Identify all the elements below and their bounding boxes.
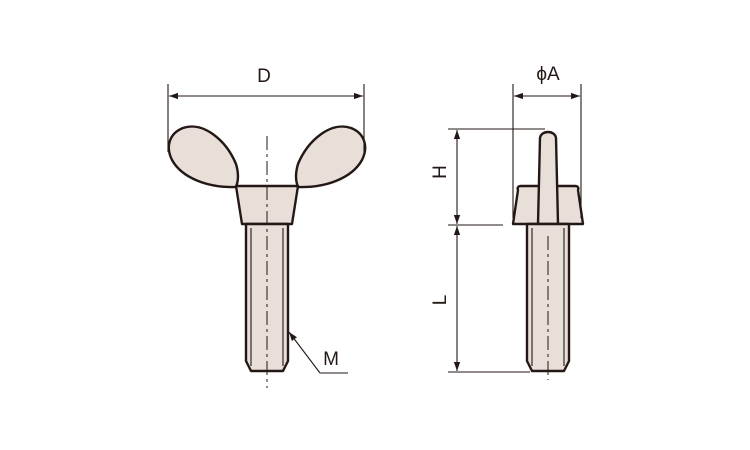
dimension-L: L [430,226,530,373]
label-M: M [323,349,339,370]
label-D: D [257,66,271,87]
label-H: H [430,165,451,179]
dimension-H: H [430,128,545,226]
dimension-phiA: ϕA [512,64,582,218]
dimension-D: D [167,66,365,152]
dimension-M: M [288,331,348,374]
side-wing-edge [536,130,560,226]
left-wing [167,125,240,189]
label-phiA: ϕA [536,64,560,85]
front-view [167,125,367,388]
side-view [511,130,585,380]
label-L: L [430,295,451,306]
right-wing [294,125,367,189]
